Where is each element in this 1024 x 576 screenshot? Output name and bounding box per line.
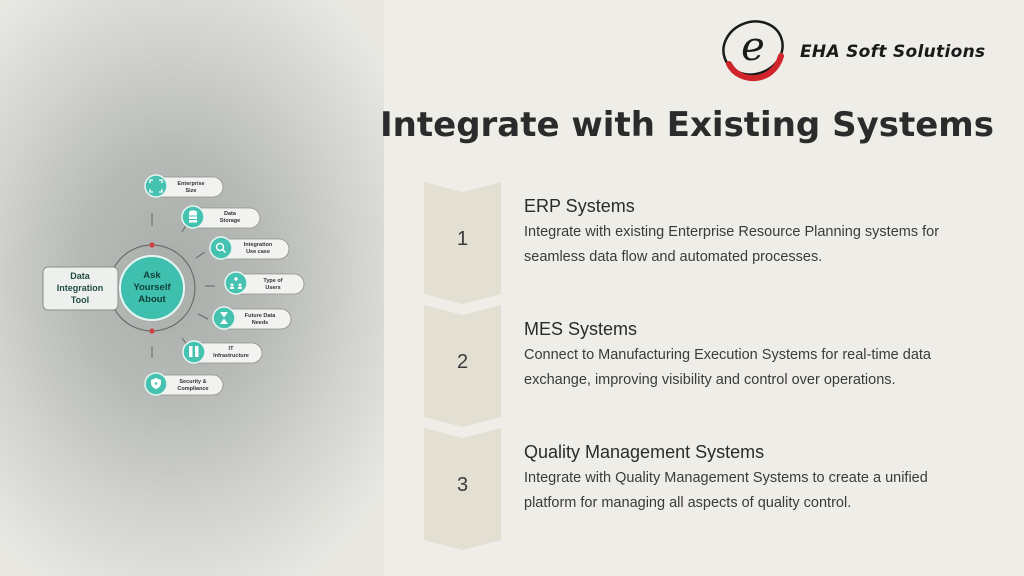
diagram-item-integration-use-case: Integration Use case [209,236,290,260]
page-title: Integrate with Existing Systems [380,105,994,145]
center-line2: Yourself [133,282,171,293]
item-label-line1: Type of [263,278,282,284]
left-box-line2: Integration [57,283,104,293]
step-2-title: MES Systems [524,319,638,339]
center-line3: About [138,294,166,305]
data-integration-tool-box [42,266,119,311]
item-label-line2: Infrastructure [213,353,249,359]
diagram-item-type-of-users: Type of Users [224,271,305,295]
item-label-line2: Size [185,188,196,194]
item-label-line2: Users [265,285,280,291]
step-3-desc-line2: platform for managing all aspects of qua… [524,495,852,511]
left-box-line1: Data [70,271,91,281]
step-3-chevron [424,428,501,550]
database-icon [189,210,197,223]
item-label-line1: Security & [179,379,206,385]
hourglass-icon [220,312,228,324]
brand-name: EHA Soft Solutions [800,42,986,62]
data-integration-diagram: Ask Yourself About Data Integration Tool… [42,174,305,396]
item-label-line1: IT [229,346,235,352]
item-label-line1: Data [224,211,237,217]
server-icon [189,346,199,357]
step-2-desc-line1: Connect to Manufacturing Execution Syste… [524,347,931,363]
item-label-line1: Enterprise [177,181,204,187]
step-3-title: Quality Management Systems [524,442,765,462]
ring-dot-bottom [149,328,155,334]
diagram-item-enterprise-size: Enterprise Size [144,174,224,198]
center-line1: Ask [143,270,161,281]
diagram-item-security-compliance: Security & Compliance [144,372,224,396]
step-1-desc-line1: Integrate with existing Enterprise Resou… [524,224,940,240]
center-circle [119,255,185,321]
step-1-description: Integrate with existing Enterprise Resou… [524,220,994,270]
shield-icon [151,378,161,389]
logo-letter: e [741,24,765,70]
step-2-chevron [424,305,501,427]
item-label-line1: Integration [244,242,273,248]
step-1-title: ERP Systems [524,196,635,216]
step-2-description: Connect to Manufacturing Execution Syste… [524,343,994,393]
left-box-line3: Tool [71,295,89,305]
eha-logo-mark: e [722,20,784,81]
search-icon [215,242,226,253]
step-1-number: 1 [456,228,469,250]
item-label-line1: Future Data [245,313,277,319]
diagram-item-it-infrastructure: IT Infrastructure [182,340,263,364]
users-icon [230,277,242,289]
item-label-line2: Compliance [177,386,208,392]
step-1-desc-line2: seamless data flow and automated process… [524,249,823,265]
diagram-item-data-storage: Data Storage [181,205,261,229]
item-label-line2: Use case [246,249,270,255]
step-1-chevron [424,182,501,304]
step-3-desc-line1: Integrate with Quality Management System… [524,470,928,486]
ring-dot-top [149,242,155,248]
item-label-line2: Storage [220,218,240,224]
step-3-description: Integrate with Quality Management System… [524,466,994,516]
item-label-line2: Needs [252,320,269,326]
step-2-number: 2 [456,351,469,373]
diagram-item-future-data-needs: Future Data Needs [212,306,292,330]
expand-icon [149,179,163,193]
step-3-number: 3 [456,474,469,496]
step-2-desc-line2: exchange, improving visibility and contr… [524,372,896,388]
